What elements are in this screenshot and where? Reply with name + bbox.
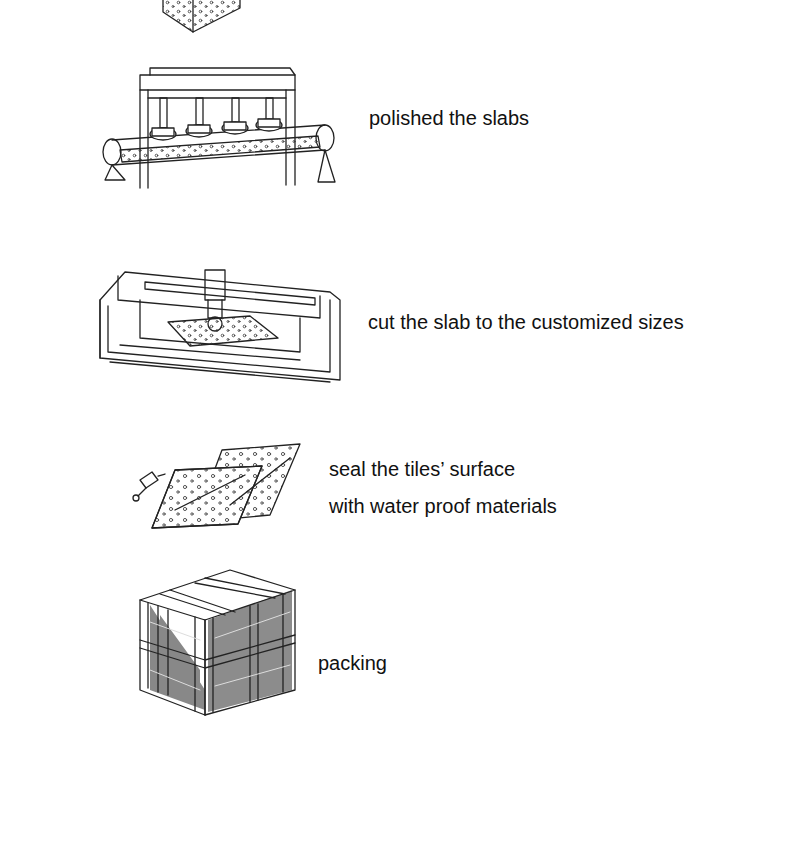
step-label: cut the slab to the customized sizes [368, 310, 684, 334]
brush [133, 472, 165, 501]
step-label: with water proof materials [329, 494, 557, 518]
packing-crate [140, 570, 295, 715]
sealed-tiles [133, 444, 300, 528]
stone-block [163, 0, 240, 32]
step-label: seal the tiles’ surface [329, 457, 515, 481]
bridge-saw [100, 270, 340, 382]
polishing-machine [103, 68, 335, 188]
step-label: polished the slabs [369, 106, 529, 130]
step-label: packing [318, 651, 387, 675]
